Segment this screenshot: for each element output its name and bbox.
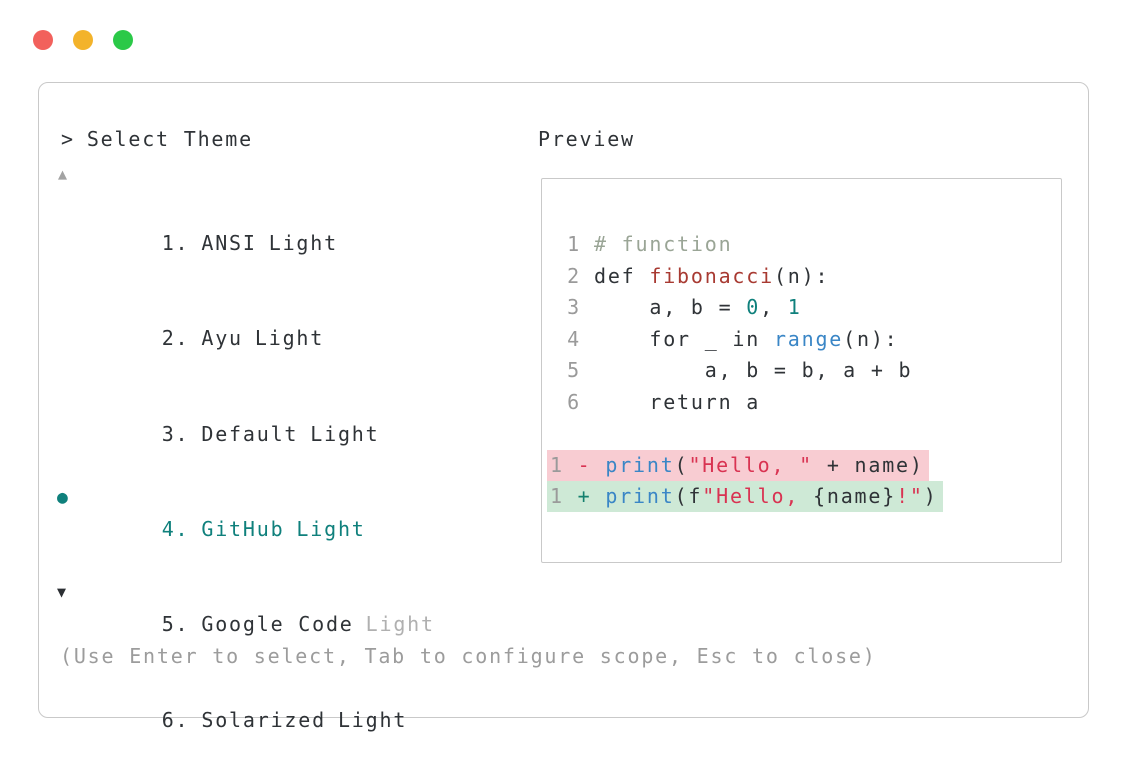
- theme-variant: Light: [337, 707, 408, 732]
- code-token: "Hello,: [702, 484, 814, 508]
- help-text: (Use Enter to select, Tab to configure s…: [60, 644, 877, 668]
- code-line: 2 def fibonacci(n):: [567, 261, 1061, 293]
- code-token: print: [605, 453, 675, 477]
- code-token: ,: [760, 295, 788, 319]
- line-number: 1: [567, 232, 581, 256]
- line-number: 5: [567, 358, 581, 382]
- code-token: print: [605, 484, 675, 508]
- theme-name: GitHub: [201, 516, 285, 541]
- picker-title: > Select Theme: [61, 125, 253, 153]
- theme-list-item[interactable]: 2. Ayu Light: [79, 291, 435, 386]
- code-line: 3 a, b = 0, 1: [567, 292, 1061, 324]
- theme-list-item[interactable]: 6. Solarized Light: [79, 673, 435, 757]
- code-token: {name}: [813, 484, 897, 508]
- theme-name: Default: [201, 421, 299, 446]
- code-token: range: [773, 326, 844, 351]
- theme-list-item[interactable]: ● 4. GitHub Light: [57, 482, 435, 577]
- theme-number: 6.: [161, 707, 190, 732]
- line-number: 6: [567, 389, 581, 414]
- theme-variant: Light: [310, 421, 380, 446]
- theme-name: Ayu: [201, 326, 243, 351]
- code-line: 1 # function: [567, 229, 1061, 261]
- code-token: fibonacci: [649, 263, 774, 288]
- code-line: 4 for _ in range(n):: [567, 324, 1061, 356]
- code-token: 0: [746, 295, 761, 319]
- code-token: (: [674, 453, 689, 477]
- code-token: (f: [674, 484, 703, 508]
- theme-name: ANSI: [201, 230, 257, 255]
- theme-number: 4.: [161, 516, 190, 541]
- code-token: a, b = b, a + b: [594, 358, 913, 382]
- code-token: def: [594, 263, 650, 288]
- theme-variant: Light: [296, 516, 366, 541]
- scroll-up-icon[interactable]: ▲: [58, 165, 69, 183]
- theme-list-item[interactable]: 5. Google Code Light: [79, 578, 435, 673]
- code-line: 6 return a: [567, 387, 1061, 419]
- line-number: 2: [567, 263, 581, 288]
- preview-title: Preview: [538, 127, 635, 151]
- minimize-button-icon[interactable]: [73, 30, 93, 50]
- code-token: # function: [594, 232, 733, 256]
- theme-list-item[interactable]: 3. Default Light: [79, 387, 435, 482]
- code-token: a, b =: [594, 295, 747, 319]
- line-number: 4: [567, 326, 581, 351]
- theme-variant: Light: [365, 612, 435, 637]
- code-token: (n):: [773, 263, 830, 288]
- close-button-icon[interactable]: [33, 30, 53, 50]
- theme-list-item[interactable]: 1. ANSI Light: [79, 196, 435, 291]
- window-controls: [33, 30, 133, 50]
- line-number: 1: [550, 484, 564, 508]
- code-token: for _ in: [594, 326, 774, 351]
- theme-number: 5.: [161, 612, 190, 637]
- diff-line-added: 1 + print(f"Hello, {name}!"): [547, 481, 1061, 512]
- code-token: "Hello, ": [688, 453, 814, 477]
- theme-name: Google Code: [201, 612, 354, 637]
- diff-line-removed: 1 - print("Hello, " + name): [547, 450, 1061, 481]
- code-token: + name): [813, 453, 924, 477]
- code-token: 1: [787, 295, 802, 319]
- code-line: 5 a, b = b, a + b: [567, 355, 1061, 387]
- line-number: 3: [567, 295, 581, 319]
- theme-variant: Light: [268, 230, 338, 255]
- code-token: (n):: [843, 326, 899, 351]
- prompt-icon: >: [61, 127, 75, 151]
- code-token: return a: [594, 389, 761, 414]
- theme-number: 2.: [161, 326, 190, 351]
- picker-title-text: Select Theme: [86, 127, 253, 151]
- selected-bullet-icon: ●: [57, 487, 70, 509]
- theme-variant: Light: [254, 326, 325, 351]
- code-token: ): [923, 484, 938, 508]
- zoom-button-icon[interactable]: [113, 30, 133, 50]
- diff-preview: 1 - print("Hello, " + name)1 + print(f"H…: [542, 450, 1061, 512]
- line-number: 1: [550, 453, 564, 477]
- code-token: !": [896, 484, 924, 508]
- theme-number: 3.: [161, 421, 190, 446]
- diff-sign-icon: -: [563, 453, 606, 477]
- theme-name: Solarized: [201, 707, 326, 732]
- scroll-down-icon[interactable]: ▼: [57, 583, 68, 601]
- diff-sign-icon: +: [563, 484, 606, 508]
- theme-number: 1.: [161, 230, 190, 255]
